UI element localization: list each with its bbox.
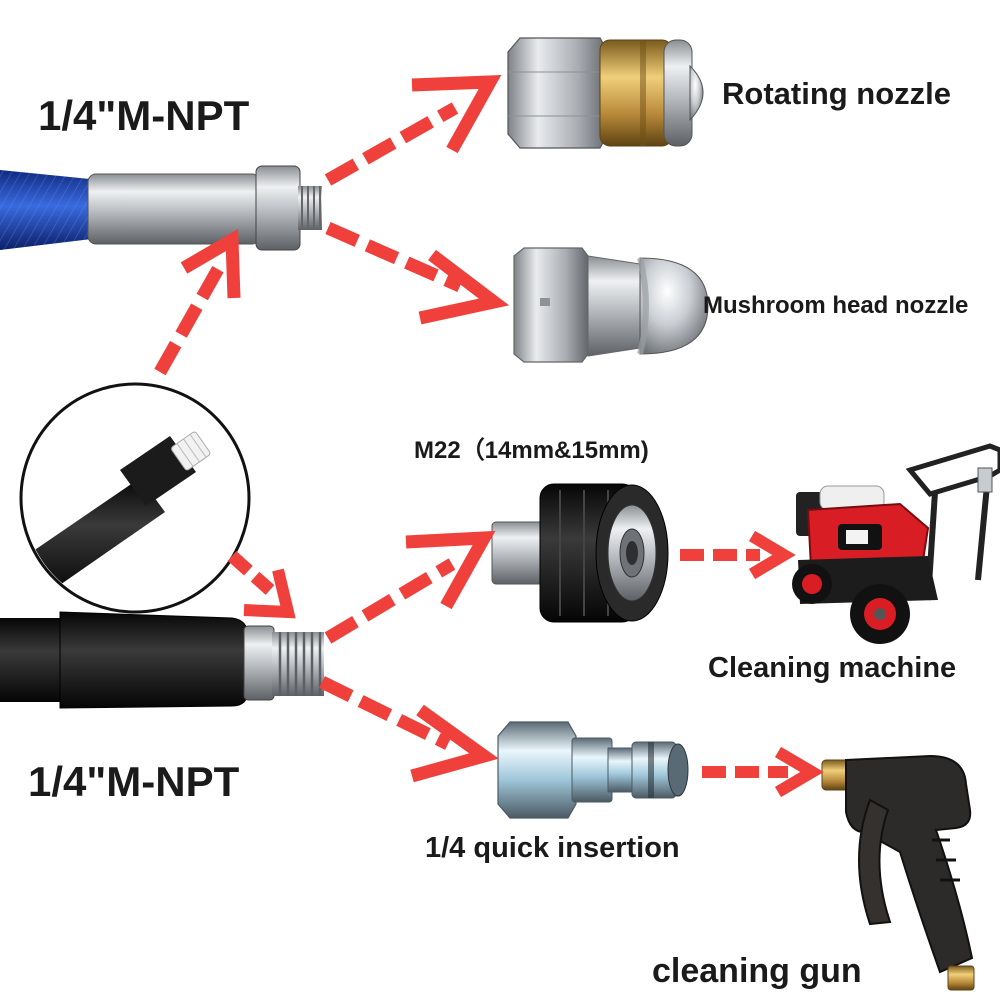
cleaning-machine-label: Cleaning machine [708, 652, 957, 684]
hose-end-detail-inset [19, 382, 251, 614]
black-hose [0, 618, 70, 702]
cleaning-gun-label: cleaning gun [652, 952, 862, 990]
cleaning-machine-image [792, 443, 1000, 644]
m22-spec-label: M22（14mm&15mm) [414, 437, 649, 464]
rotating-nozzle-label: Rotating nozzle [722, 76, 952, 111]
arrow-to-quick-insertion [319, 676, 499, 783]
arrow-quick-to-cleaning-gun [702, 746, 824, 798]
arrow-inset-to-black-hose [227, 551, 296, 619]
black-hose-assembly [0, 611, 324, 709]
arrow-to-mushroom-nozzle [325, 222, 510, 325]
top-thread-label: 1/4"M-NPT [38, 92, 250, 139]
quick-insertion-image [497, 721, 689, 819]
arrow-inset-to-blue-hose [154, 228, 241, 376]
arrow-m22-to-cleaning-machine [680, 530, 796, 580]
m22-coupler-image [491, 483, 669, 623]
black-hose-fitting [243, 625, 275, 701]
blue-hose-thread [298, 186, 322, 230]
black-hose-thread [272, 632, 324, 696]
blue-hose-assembly [0, 165, 322, 251]
cleaning-gun-image [821, 754, 975, 991]
mushroom-nozzle-image [513, 247, 709, 363]
mushroom-nozzle-label: Mushroom head nozzle [703, 292, 969, 319]
bottom-thread-label: 1/4"M-NPT [28, 758, 240, 805]
blue-hose-hex-nut [255, 165, 301, 251]
arrow-to-m22-coupler [324, 530, 496, 644]
black-hose-sleeve [59, 611, 249, 709]
rotating-nozzle-image [507, 37, 704, 149]
arrow-to-rotating-nozzle [324, 75, 502, 186]
quick-insertion-label: 1/4 quick insertion [425, 832, 680, 864]
